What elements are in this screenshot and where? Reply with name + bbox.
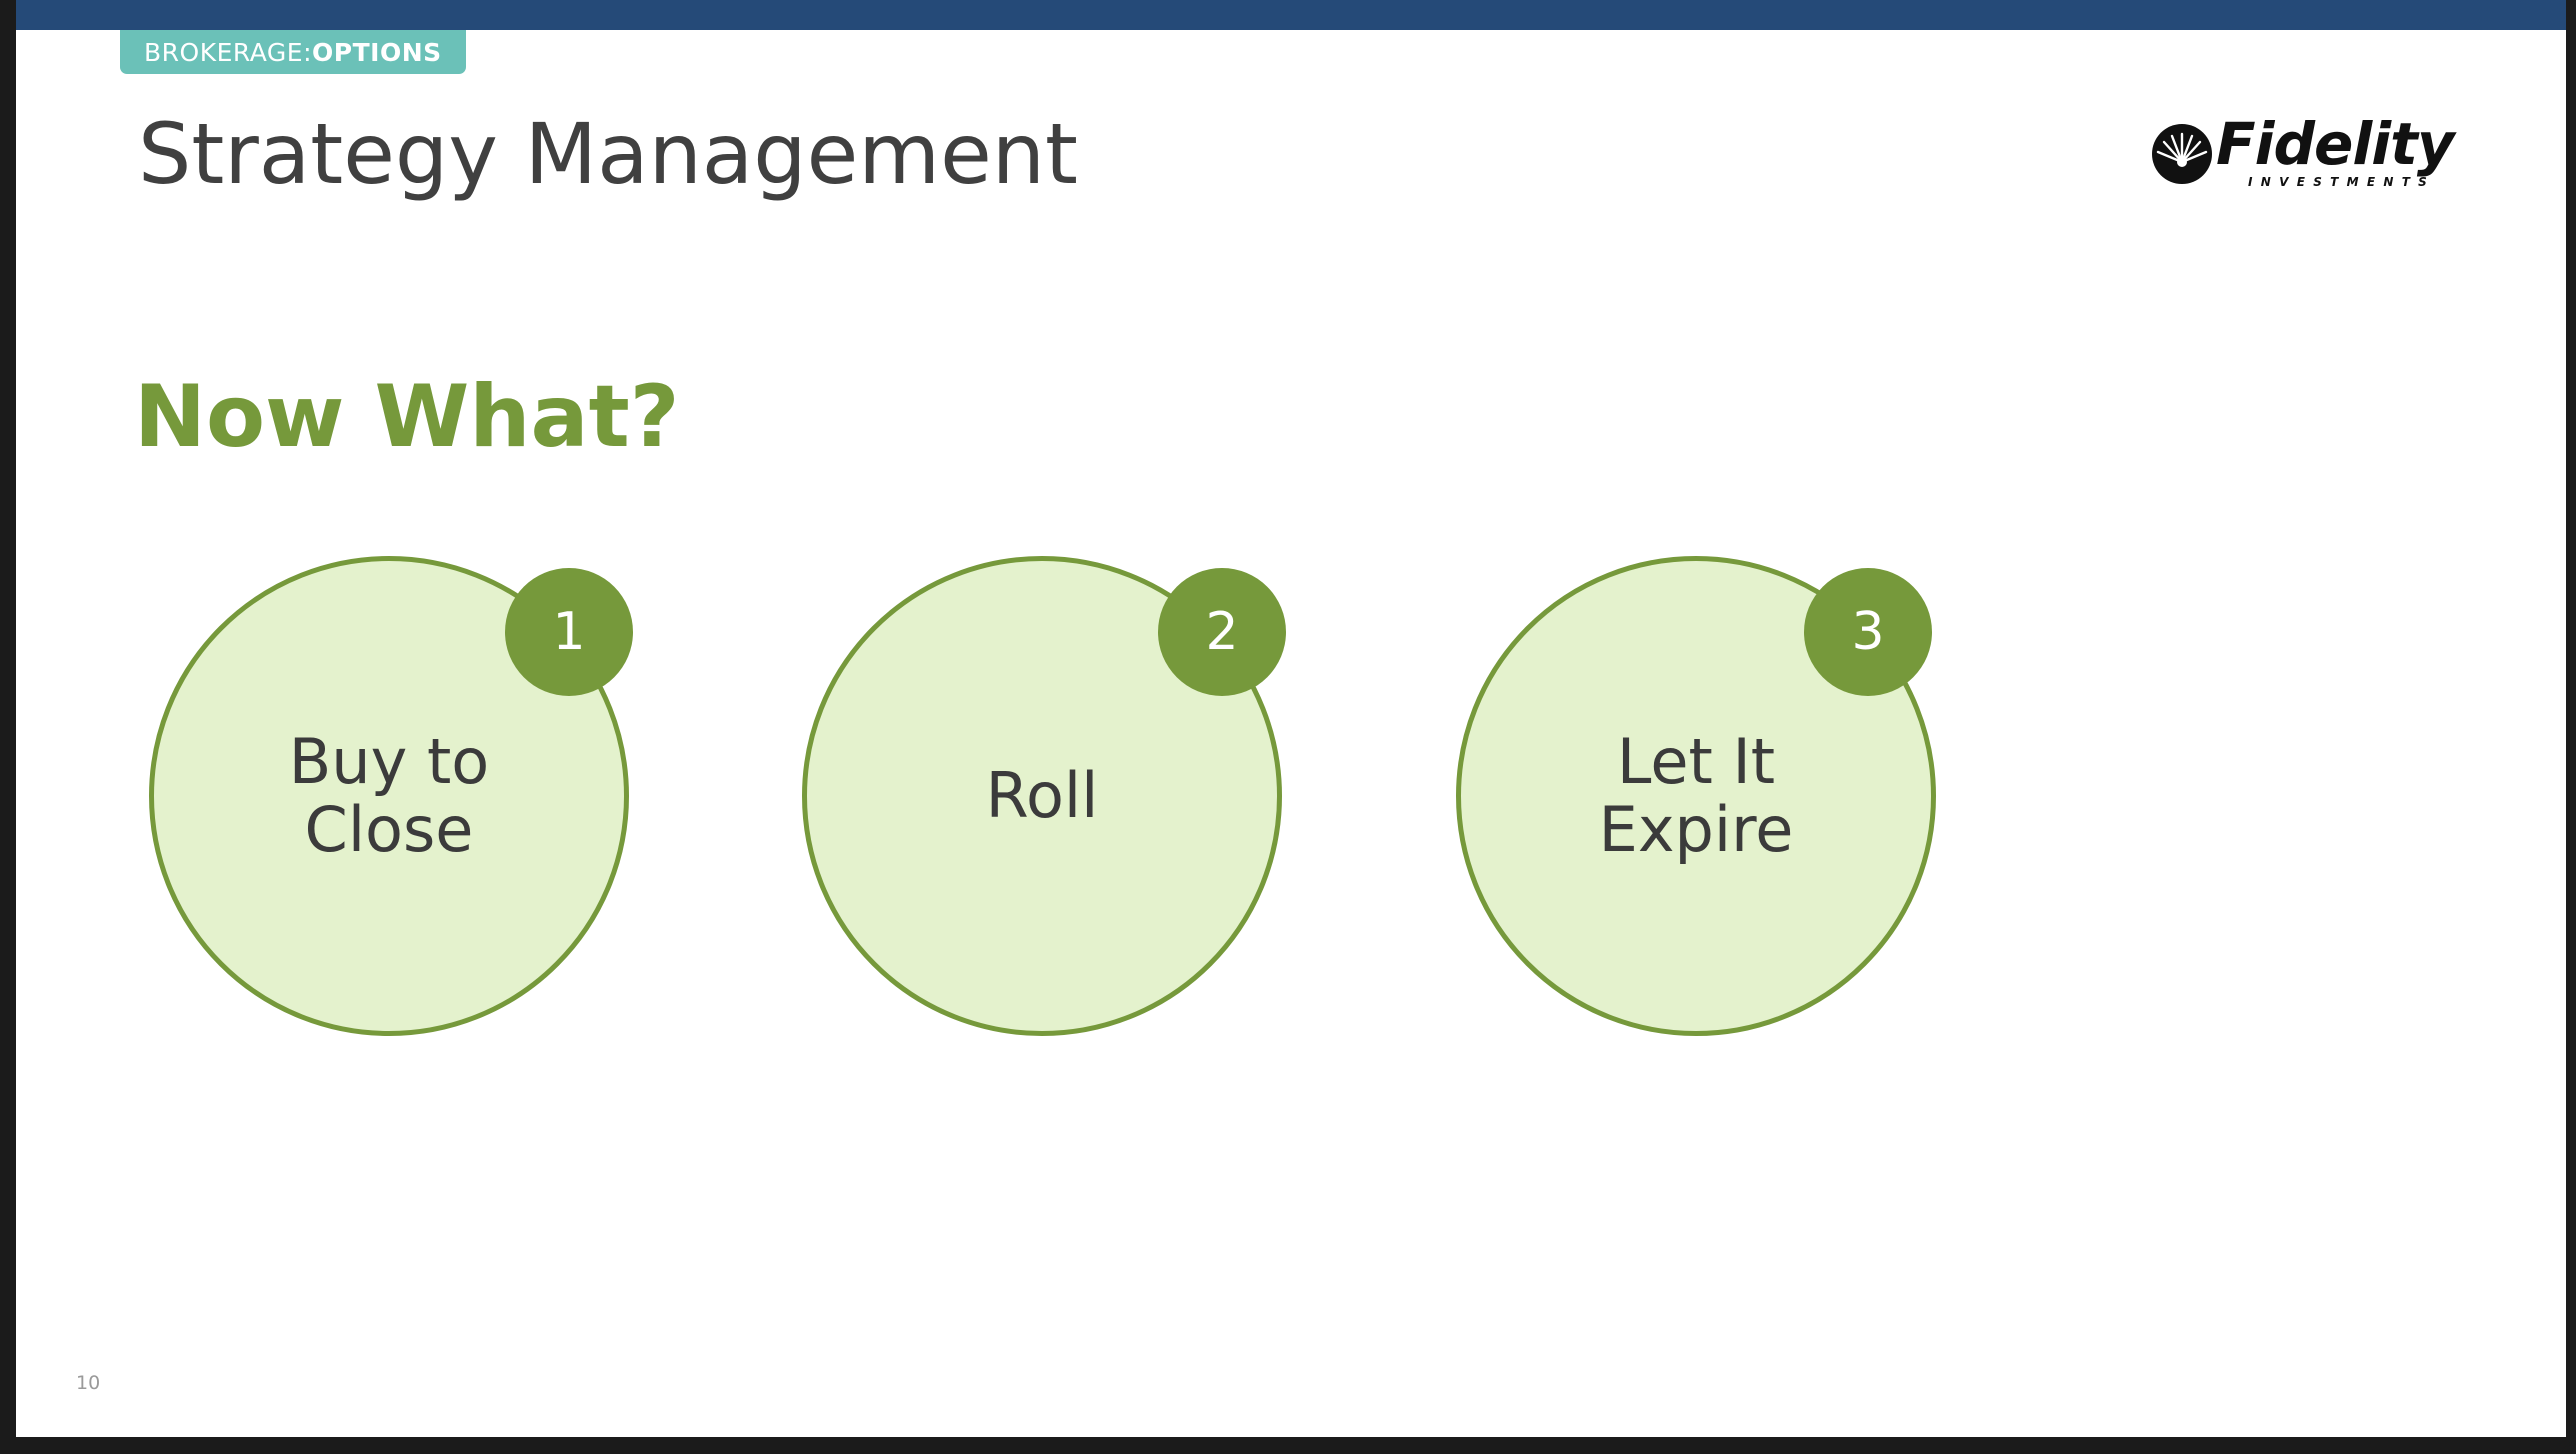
slide-title: Strategy Management bbox=[138, 105, 1078, 203]
option-number-badge: 1 bbox=[505, 568, 633, 696]
section-tag: BROKERAGE: OPTIONS bbox=[120, 30, 466, 74]
page-number: 10 bbox=[76, 1372, 101, 1394]
option-label: Roll bbox=[985, 759, 1099, 832]
slide: BROKERAGE: OPTIONS Strategy Management F… bbox=[16, 0, 2566, 1437]
section-heading: Now What? bbox=[134, 367, 680, 467]
option-buy-to-close: Buy to Close 1 bbox=[149, 556, 633, 1036]
option-number-badge: 3 bbox=[1804, 568, 1932, 696]
option-roll: Roll 2 bbox=[802, 556, 1286, 1036]
fidelity-subtext: INVESTMENTS bbox=[2248, 175, 2436, 189]
option-label: Buy to Close bbox=[288, 725, 490, 866]
option-number-badge: 2 bbox=[1158, 568, 1286, 696]
fidelity-wordmark: Fidelity bbox=[2216, 110, 2455, 178]
option-let-it-expire: Let It Expire 3 bbox=[1456, 556, 1936, 1036]
fidelity-logo: Fidelity INVESTMENTS bbox=[2150, 110, 2455, 192]
option-label: Let It Expire bbox=[1598, 725, 1794, 866]
top-bar bbox=[16, 0, 2566, 30]
section-tag-label: OPTIONS bbox=[312, 37, 442, 67]
fidelity-starburst-icon bbox=[2152, 124, 2212, 184]
section-tag-prefix: BROKERAGE: bbox=[144, 37, 313, 67]
